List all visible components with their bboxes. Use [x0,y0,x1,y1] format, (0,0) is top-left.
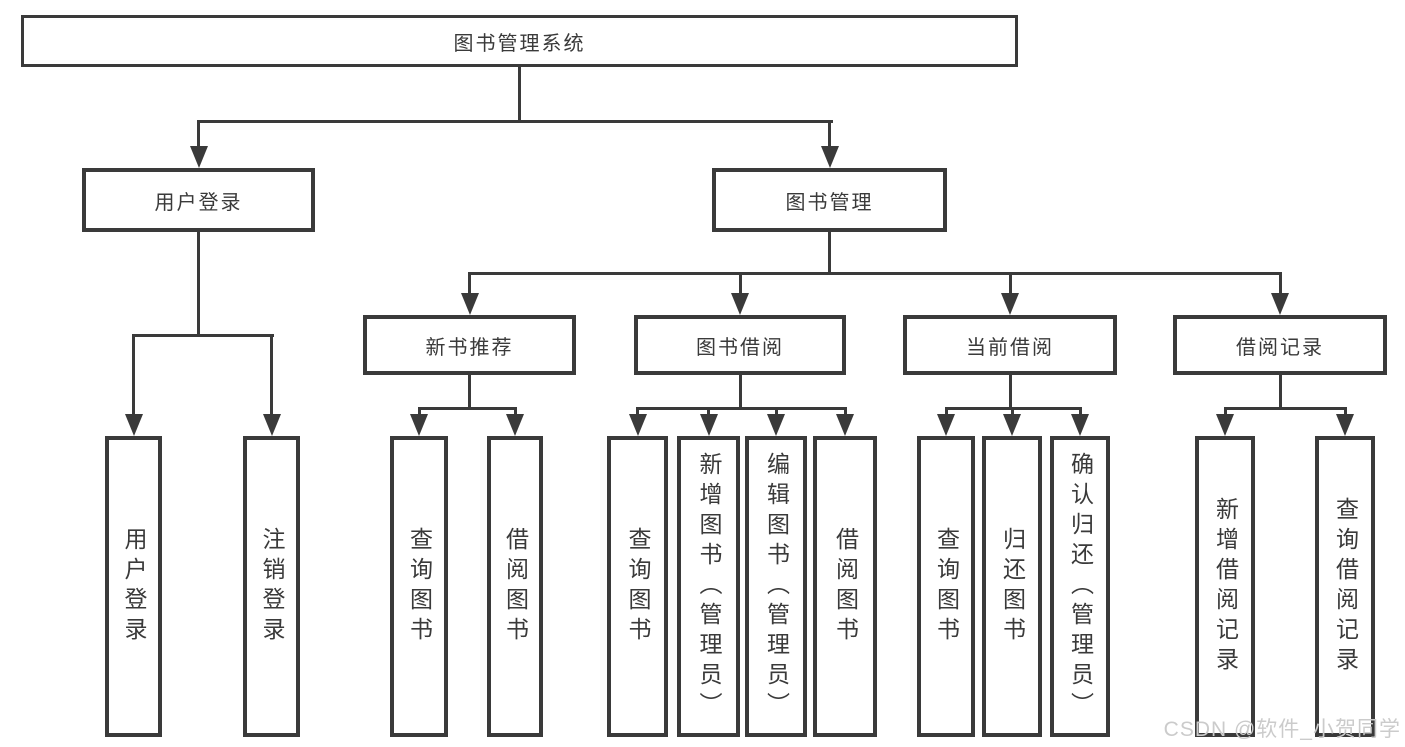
arrowhead-user-login [190,146,208,168]
connector-to-bb-edit [775,407,778,414]
arrowhead-book-borrow [731,293,749,315]
node-cb-confirm-return-label: 确认归还（管理员） [1067,451,1094,722]
arrowhead-cb-confirm [1071,414,1089,436]
node-nb-borrow-book-label: 借阅图书 [502,526,529,647]
node-br-query-record: 查询借阅记录 [1315,436,1375,737]
connector-root-hbar [197,120,833,123]
connector-to-br-query [1344,407,1347,414]
connector-to-ul-user-login [132,334,135,414]
connector-current-borrow-stem [1009,375,1012,407]
connector-user-login-stem [197,232,200,334]
connector-to-nb-borrow [514,407,517,414]
node-bb-edit-book: 编辑图书（管理员） [745,436,807,737]
arrowhead-ul-user-login [125,414,143,436]
connector-to-user-login [197,120,200,146]
node-cb-return-book-label: 归还图书 [999,526,1026,647]
connector-to-bb-add [707,407,710,414]
connector-to-book-borrow [739,272,742,293]
node-current-borrow-label: 当前借阅 [966,336,1054,359]
connector-user-login-hbar [132,334,274,337]
arrowhead-br-add [1216,414,1234,436]
arrowhead-nb-borrow [506,414,524,436]
node-bb-query-book: 查询图书 [607,436,668,737]
arrowhead-nb-query [410,414,428,436]
connector-book-mgmt-hbar [468,272,1281,275]
connector-to-ul-logout [270,334,273,414]
node-br-add-record: 新增借阅记录 [1195,436,1255,737]
connector-to-nb-query [418,407,421,414]
node-ul-logout: 注销登录 [243,436,300,737]
node-br-query-record-label: 查询借阅记录 [1332,496,1359,677]
connector-to-cb-return [1011,407,1014,414]
node-bb-borrow-book-label: 借阅图书 [832,526,859,647]
connector-to-new-book-rec [468,272,471,293]
arrowhead-cb-query [937,414,955,436]
connector-to-cb-query [945,407,948,414]
node-bb-edit-book-label: 编辑图书（管理员） [763,451,790,722]
connector-new-book-rec-stem [468,375,471,407]
arrowhead-ul-logout [263,414,281,436]
arrowhead-borrow-records [1271,293,1289,315]
connector-new-book-rec-hbar [418,407,517,410]
node-borrow-records-label: 借阅记录 [1236,336,1324,359]
node-ul-user-login-label: 用户登录 [121,526,147,647]
node-current-borrow: 当前借阅 [903,315,1117,375]
node-cb-return-book: 归还图书 [982,436,1042,737]
node-bb-add-book-label: 新增图书（管理员） [696,451,722,722]
node-br-add-record-label: 新增借阅记录 [1212,496,1239,677]
node-ul-logout-label: 注销登录 [259,526,285,647]
arrowhead-bb-query [629,414,647,436]
arrowhead-book-mgmt [821,146,839,168]
connector-to-current-borrow [1009,272,1012,293]
node-book-mgmt: 图书管理 [712,168,947,232]
connector-to-br-add [1224,407,1227,414]
connector-borrow-records-stem [1279,375,1282,407]
node-book-borrow-label: 图书借阅 [696,336,784,359]
node-user-login: 用户登录 [82,168,315,232]
arrowhead-bb-borrow [836,414,854,436]
connector-to-bb-borrow [844,407,847,414]
connector-to-cb-confirm [1079,407,1082,414]
connector-root-stem [518,67,521,120]
node-new-book-rec-label: 新书推荐 [425,336,514,359]
node-new-book-rec: 新书推荐 [363,315,576,375]
connector-book-borrow-hbar [636,407,847,410]
connector-book-borrow-stem [739,375,742,407]
node-bb-query-book-label: 查询图书 [625,526,651,647]
node-bb-add-book: 新增图书（管理员） [677,436,740,737]
node-cb-query-book-label: 查询图书 [933,526,960,647]
connector-to-borrow-records [1279,272,1282,293]
node-root: 图书管理系统 [21,15,1018,67]
arrowhead-bb-edit [767,414,785,436]
arrowhead-br-query [1336,414,1354,436]
node-nb-borrow-book: 借阅图书 [487,436,543,737]
arrowhead-bb-add [700,414,718,436]
csdn-watermark: CSDN @软件_小贺同学 [1163,718,1401,741]
node-nb-query-book-label: 查询图书 [406,526,433,647]
node-book-mgmt-label: 图书管理 [785,191,874,214]
arrowhead-current-borrow [1001,293,1019,315]
node-bb-borrow-book: 借阅图书 [813,436,877,737]
arrowhead-new-book-rec [461,293,479,315]
node-user-login-label: 用户登录 [154,191,243,214]
node-cb-query-book: 查询图书 [917,436,975,737]
node-nb-query-book: 查询图书 [390,436,448,737]
arrowhead-cb-return [1003,414,1021,436]
node-book-borrow: 图书借阅 [634,315,846,375]
connector-to-book-mgmt [828,120,831,146]
connector-book-mgmt-stem [828,232,831,272]
node-cb-confirm-return: 确认归还（管理员） [1050,436,1110,737]
node-borrow-records: 借阅记录 [1173,315,1387,375]
connector-borrow-records-hbar [1224,407,1347,410]
connector-to-bb-query [636,407,639,414]
node-ul-user-login: 用户登录 [105,436,162,737]
node-root-label: 图书管理系统 [453,32,586,55]
